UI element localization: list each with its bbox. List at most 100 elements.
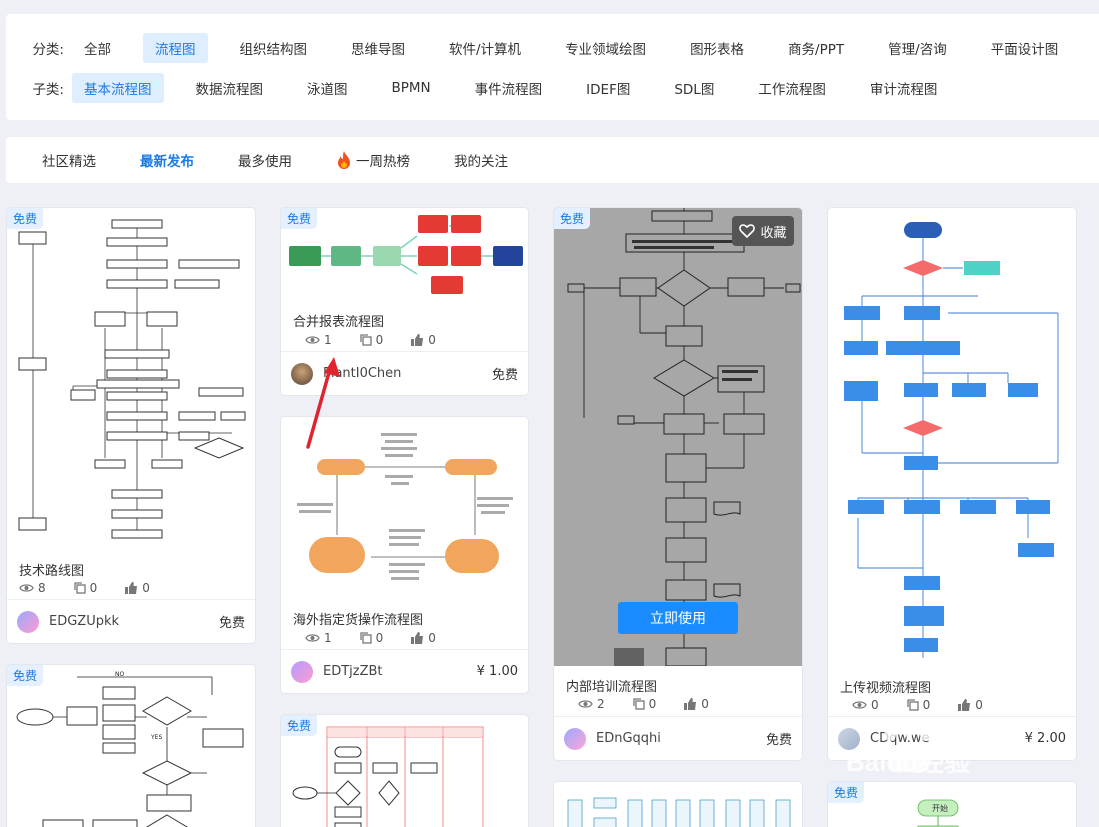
free-badge: 免费: [281, 715, 318, 736]
flowchart-preview: [289, 215, 523, 294]
avatar[interactable]: [291, 660, 313, 683]
card-thumbnail: [828, 208, 1076, 673]
card-thumbnail: [7, 208, 255, 553]
card-stats: 1 0 0: [305, 333, 464, 347]
like-count: 0: [411, 333, 436, 347]
card-title[interactable]: 上传视频流程图: [840, 681, 932, 696]
avatar[interactable]: [838, 727, 860, 750]
thumbs-up-icon: [125, 582, 138, 594]
category-table[interactable]: 图形表格: [690, 42, 745, 58]
tab-latest[interactable]: 最新发布: [140, 154, 194, 170]
category-business[interactable]: 商务/PPT: [788, 42, 845, 58]
copy-count: 0: [359, 333, 383, 347]
tab-weekly-hot[interactable]: 一周热榜: [336, 150, 410, 170]
view-count: 0: [852, 698, 879, 712]
category-software[interactable]: 软件/计算机: [449, 42, 522, 58]
subcategory-bpmn[interactable]: BPMN: [391, 80, 431, 96]
template-card[interactable]: 开始 免费: [827, 781, 1077, 827]
subcategory-swimlane[interactable]: 泳道图: [307, 82, 348, 98]
use-now-button[interactable]: 立即使用: [618, 602, 738, 634]
tab-community-picks[interactable]: 社区精选: [42, 154, 96, 170]
card-thumbnail: NO YES: [7, 665, 255, 827]
card-title[interactable]: 海外指定货操作流程图: [293, 613, 424, 628]
flowchart-preview: [297, 433, 513, 580]
favorite-button[interactable]: 收藏: [732, 216, 794, 246]
author-name[interactable]: PlantI0Chen: [323, 366, 402, 381]
copy-icon: [906, 699, 919, 711]
card-footer: PlantI0Chen 免费: [281, 351, 528, 395]
flowchart-preview: 开始: [917, 799, 959, 827]
category-flowchart[interactable]: 流程图: [143, 33, 208, 63]
card-thumbnail: [554, 782, 802, 827]
template-card[interactable]: 免费 合并报表流程图 1 0 0 PlantI0Chen 免费: [280, 207, 529, 396]
card-footer: EDTjzZBt ¥ 1.00: [281, 649, 528, 693]
template-card[interactable]: 免费 收藏 立即使用 内部培训流程图 2 0 0 EDnGqqhi 免费: [553, 207, 803, 761]
category-professional[interactable]: 专业领域绘图: [565, 42, 647, 58]
card-thumbnail: [281, 715, 528, 827]
subcategory-idef[interactable]: IDEF图: [586, 82, 631, 98]
template-card[interactable]: [553, 781, 803, 827]
flowchart-preview: [844, 222, 1059, 658]
subcategory-event[interactable]: 事件流程图: [474, 82, 543, 98]
subcategory-data-flow[interactable]: 数据流程图: [195, 82, 264, 98]
view-count: 8: [19, 581, 46, 595]
avatar[interactable]: [564, 727, 586, 750]
filter-panel: 分类: 全部 流程图 组织结构图 思维导图 软件/计算机 专业领域绘图 图形表格…: [6, 14, 1099, 120]
thumbs-up-icon: [411, 632, 424, 644]
author-name[interactable]: EDnGqqhi: [596, 731, 661, 746]
card-title[interactable]: 合并报表流程图: [293, 315, 385, 330]
card-title[interactable]: 内部培训流程图: [566, 680, 658, 695]
free-badge: 免费: [7, 208, 44, 229]
eye-icon: [19, 584, 34, 592]
tab-following[interactable]: 我的关注: [454, 154, 508, 170]
author-name[interactable]: EDGZUpkk: [49, 614, 120, 629]
subcategory-sdl[interactable]: SDL图: [674, 82, 715, 98]
eye-icon: [305, 336, 320, 344]
card-footer: CDqw.we ¥ 2.00: [828, 716, 1076, 760]
like-count: 0: [125, 581, 150, 595]
template-card[interactable]: 免费 技术路线图 8 0 0 EDGZUpkk 免费: [6, 207, 256, 644]
copy-icon: [359, 334, 372, 346]
card-stats: 0 0 0: [852, 698, 1011, 712]
free-badge: 免费: [7, 665, 44, 686]
copy-count: 0: [359, 631, 383, 645]
card-thumbnail: 开始: [828, 782, 1076, 827]
flowchart-preview: [18, 219, 246, 539]
flowchart-preview: [567, 797, 791, 827]
view-count: 1: [305, 631, 332, 645]
like-count: 0: [411, 631, 436, 645]
subcategory-basic[interactable]: 基本流程图: [72, 73, 164, 103]
category-management[interactable]: 管理/咨询: [888, 42, 947, 58]
template-card[interactable]: NO YES 免费: [6, 664, 256, 827]
like-count: 0: [684, 697, 709, 711]
thumbs-up-icon: [411, 334, 424, 346]
category-label: 分类:: [32, 42, 64, 58]
template-card[interactable]: 海外指定货操作流程图 1 0 0 EDTjzZBt ¥ 1.00: [280, 416, 529, 694]
avatar[interactable]: [291, 362, 313, 385]
category-mind-map[interactable]: 思维导图: [351, 42, 405, 58]
card-footer: EDnGqqhi 免费: [554, 716, 802, 760]
template-card[interactable]: 上传视频流程图 0 0 0 CDqw.we ¥ 2.00: [827, 207, 1077, 761]
flowchart-preview: [567, 208, 801, 666]
author-name[interactable]: EDTjzZBt: [323, 664, 383, 679]
subcategory-row: 子类: 基本流程图 数据流程图 泳道图 BPMN 事件流程图 IDEF图 SDL…: [6, 73, 969, 103]
price: 免费: [491, 368, 518, 383]
avatar[interactable]: [17, 610, 39, 633]
category-org-chart[interactable]: 组织结构图: [239, 42, 308, 58]
card-title[interactable]: 技术路线图: [19, 564, 85, 579]
card-thumbnail: [554, 208, 802, 666]
subcategory-workflow[interactable]: 工作流程图: [758, 82, 826, 98]
card-footer: EDGZUpkk 免费: [7, 599, 255, 643]
author-name[interactable]: CDqw.we: [870, 731, 930, 746]
no-label: NO: [115, 671, 124, 678]
card-stats: 1 0 0: [305, 631, 464, 645]
template-card[interactable]: 免费: [280, 714, 529, 827]
subcategory-audit[interactable]: 审计流程图: [869, 82, 938, 98]
eye-icon: [852, 701, 867, 709]
card-stats: 8 0 0: [19, 581, 178, 595]
category-all[interactable]: 全部: [84, 42, 111, 58]
heart-icon: [739, 224, 756, 238]
tab-most-used[interactable]: 最多使用: [238, 154, 292, 170]
category-graphic[interactable]: 平面设计图: [990, 42, 1059, 58]
category-row: 分类: 全部 流程图 组织结构图 思维导图 软件/计算机 专业领域绘图 图形表格…: [6, 33, 1090, 63]
